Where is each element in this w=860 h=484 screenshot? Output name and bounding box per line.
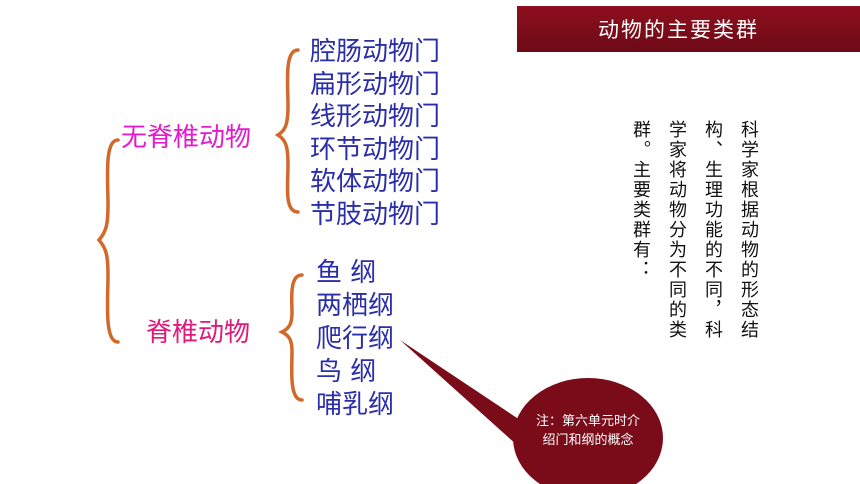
list-item: 节肢动物门 bbox=[310, 199, 441, 230]
callout-note: 注：第六单元时介绍门和纲的概念 bbox=[535, 414, 640, 448]
vertebrate-class-list: 鱼 纲 两栖纲 爬行纲 鸟 纲 哺乳纲 bbox=[316, 257, 394, 422]
list-item: 鱼 纲 bbox=[316, 258, 377, 288]
list-item: 两栖纲 bbox=[316, 291, 395, 321]
list-item: 爬行纲 bbox=[316, 324, 395, 354]
callout-circle bbox=[513, 378, 663, 484]
header-bar: 动物的主要类群 bbox=[517, 6, 860, 52]
callout-pointer bbox=[400, 340, 528, 455]
list-item: 腔肠动物门 bbox=[310, 37, 441, 67]
list-item: 软体动物门 bbox=[310, 167, 441, 197]
main-brace bbox=[96, 138, 120, 344]
invertebrate-label: 无脊椎动物 bbox=[121, 123, 252, 153]
description-text: 科学家根据动物的形态结构、生理功能的不同，科学家将动物分为不同的类群。主要类群有… bbox=[630, 120, 759, 340]
invertebrate-brace bbox=[274, 48, 300, 214]
list-item: 线形动物门 bbox=[310, 102, 441, 132]
vertebrate-brace bbox=[278, 273, 304, 402]
invertebrate-phylum-list: 腔肠动物门 扁形动物门 线形动物门 环节动物门 软体动物门 节肢动物门 bbox=[310, 36, 440, 231]
list-item: 鸟 纲 bbox=[316, 357, 377, 387]
list-item: 环节动物门 bbox=[310, 134, 441, 165]
page-title: 动物的主要类群 bbox=[598, 18, 759, 42]
list-item: 哺乳纲 bbox=[316, 390, 395, 420]
vertebrate-label: 脊椎动物 bbox=[146, 318, 251, 348]
list-item: 扁形动物门 bbox=[310, 69, 441, 100]
